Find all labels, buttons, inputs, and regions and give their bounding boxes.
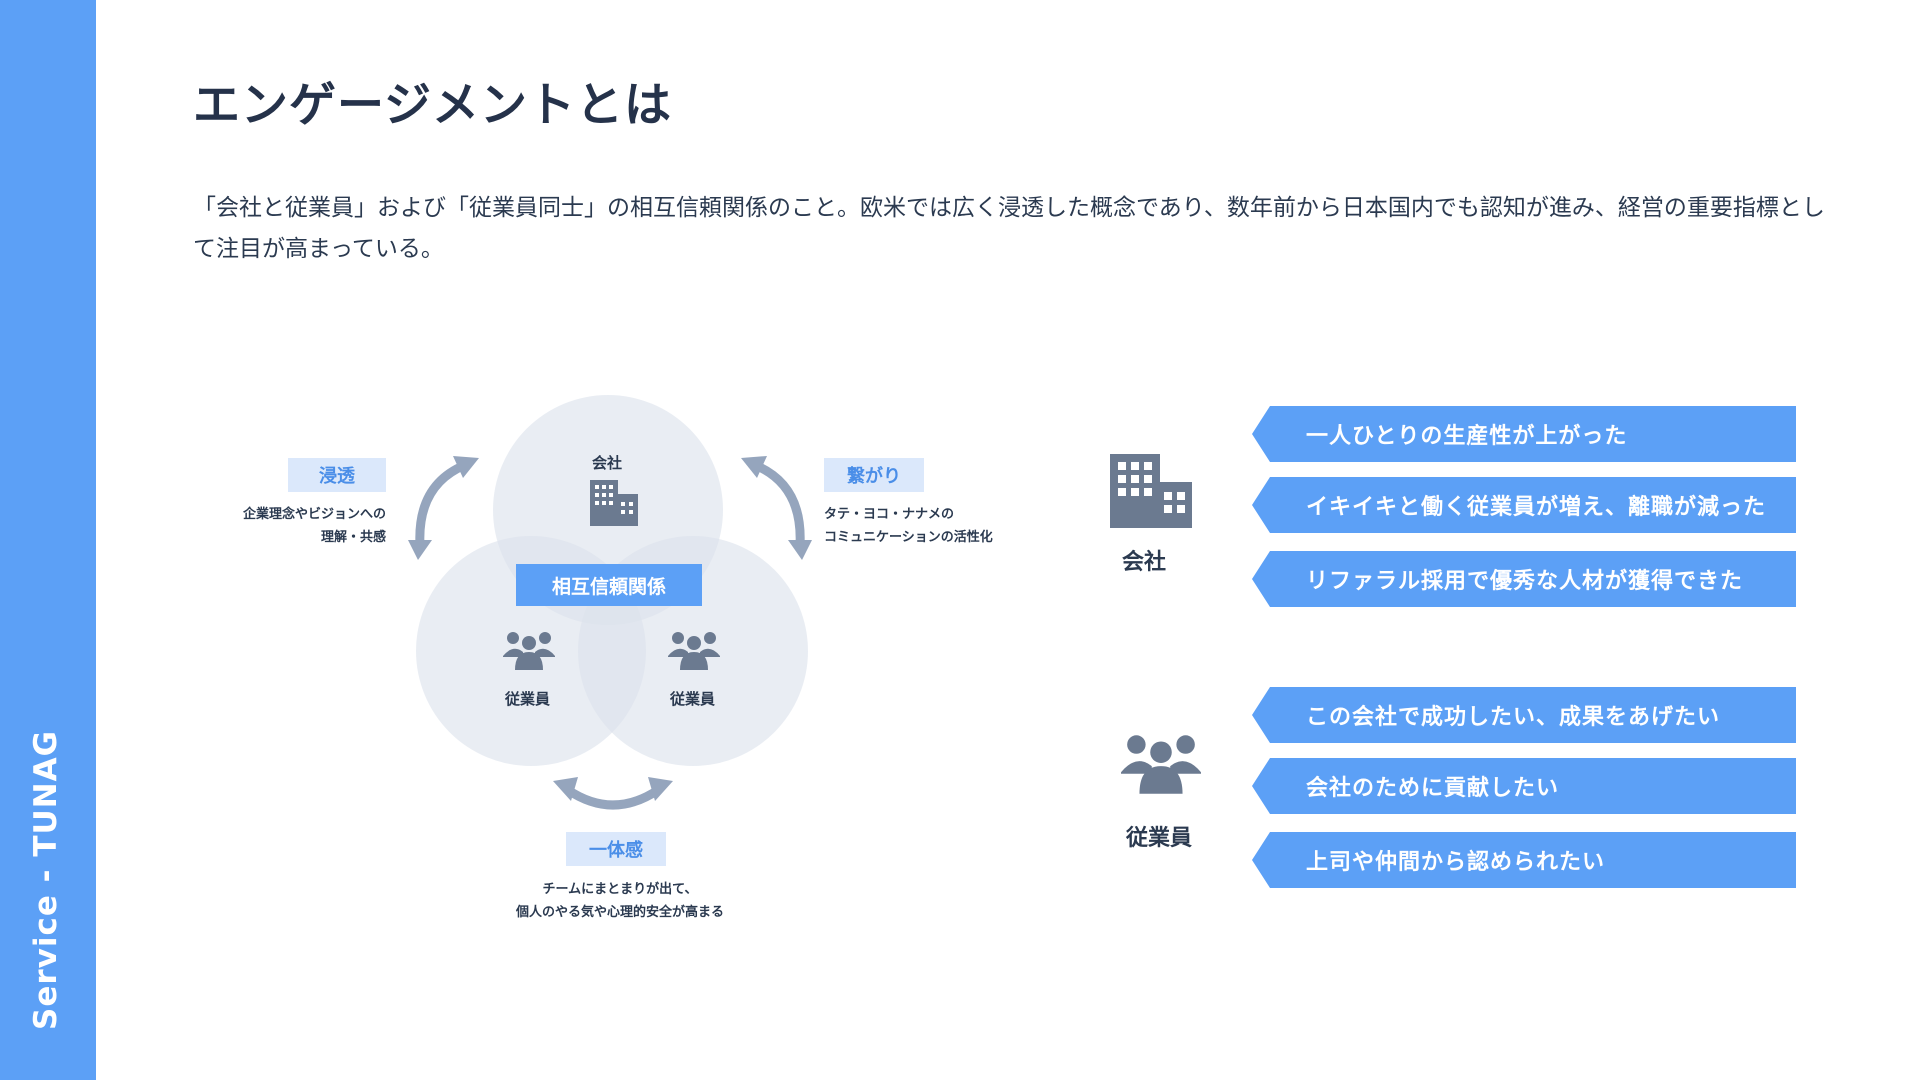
- sidebar: Service - TUNAG: [0, 0, 96, 1080]
- caption-unity: チームにまとまりが出て、 個人のやる気や心理的安全が高まる: [515, 882, 724, 920]
- employee-label-left: 従業員: [505, 690, 551, 708]
- tag-unity: 一体感: [566, 832, 666, 866]
- caption-connection: タテ・ヨコ・ナナメの コミュニケーションの活性化: [824, 507, 993, 545]
- employee-outcome-2: 会社のために貢献したい: [1252, 758, 1796, 814]
- employee-outcome-1: この会社で成功したい、成果をあげたい: [1252, 687, 1796, 743]
- sidebar-label: Service - TUNAG: [28, 729, 64, 1030]
- company-outcome-3: リファラル採用で優秀な人材が獲得できた: [1252, 551, 1796, 607]
- employee-side-label: 従業員: [1126, 826, 1193, 851]
- building-icon: [590, 480, 638, 526]
- building-large-icon: [1110, 454, 1192, 528]
- tag-connection: 繋がり: [824, 458, 924, 492]
- company-side-label: 会社: [1122, 550, 1167, 575]
- curved-arrow-right-icon: [741, 456, 812, 560]
- employee-outcome-3: 上司や仲間から認められたい: [1252, 832, 1796, 888]
- employee-label-right: 従業員: [670, 690, 716, 708]
- caption-penetration: 企業理念やビジョンへの 理解・共感: [242, 507, 386, 545]
- tag-penetration: 浸透: [288, 458, 386, 492]
- center-badge: 相互信頼関係: [516, 564, 702, 606]
- company-outcome-1: 一人ひとりの生産性が上がった: [1252, 406, 1796, 462]
- people-icon-right: [668, 632, 720, 670]
- people-icon-left: [503, 632, 555, 670]
- people-large-icon: [1121, 735, 1201, 794]
- curved-arrow-bottom-icon: [553, 777, 673, 810]
- description: 「会社と従業員」および「従業員同士」の相互信頼関係のこと。欧米では広く浸透した概…: [193, 195, 1825, 262]
- page-title: エンゲージメントとは: [193, 78, 673, 133]
- company-label: 会社: [592, 454, 623, 472]
- curved-arrow-left-icon: [408, 456, 479, 560]
- company-outcome-2: イキイキと働く従業員が増え、離職が減った: [1252, 477, 1796, 533]
